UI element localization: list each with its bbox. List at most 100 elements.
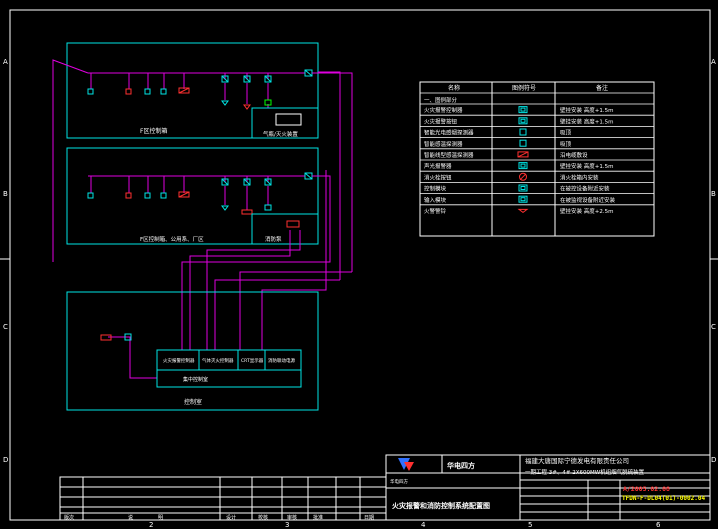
rect-cyan-icon bbox=[519, 139, 527, 147]
margin-label-bottom-2: 2 bbox=[149, 521, 153, 529]
middle-panel-frame bbox=[66, 147, 319, 245]
square-cyan-icon bbox=[518, 195, 528, 203]
alarm-bell-icon bbox=[221, 205, 229, 211]
smoke-detector-icon bbox=[87, 88, 94, 95]
margin-label-right-a: A bbox=[711, 58, 716, 66]
legend-row-note: 消火栓箱内安装 bbox=[560, 173, 599, 181]
smoke-detector-icon bbox=[125, 192, 132, 199]
middle-area-label: F区控制箱、公用系、厂区 bbox=[140, 235, 204, 243]
margin-label-bottom-3: 3 bbox=[285, 521, 289, 529]
heat-detector-icon bbox=[160, 192, 167, 199]
margin-label-right-b: B bbox=[711, 190, 716, 198]
control-module-icon bbox=[243, 75, 251, 83]
company-logo-icon: 华电四方 bbox=[390, 458, 414, 485]
control-room-label: 控制室 bbox=[184, 398, 202, 406]
alarm-bell-icon bbox=[221, 100, 229, 106]
drawing-number: TFDN-F-DL04(01)-0002.04 bbox=[622, 495, 705, 502]
legend-row-note: 壁挂安装 高度+2.5m bbox=[560, 207, 613, 215]
approver-label: 批准 bbox=[313, 514, 323, 521]
upper-panel: F区控制箱 气瓶/灭火装置 bbox=[66, 42, 319, 139]
legend-section-title: 一、图例部分 bbox=[424, 96, 458, 104]
control-room-frame bbox=[66, 291, 319, 411]
legend-row-name: 火灾报警按钮 bbox=[424, 117, 458, 125]
smoke-detector-icon bbox=[144, 88, 151, 95]
control-module-icon bbox=[264, 178, 272, 186]
bell-red-icon bbox=[517, 208, 529, 214]
control-module-icon bbox=[264, 75, 272, 83]
gas-extinguisher-box bbox=[275, 113, 302, 126]
legend-row-note: 在被监视设备附近安装 bbox=[560, 196, 616, 204]
input-module-icon bbox=[304, 172, 313, 180]
square-cyan-icon bbox=[518, 184, 528, 192]
company-name: 华电四方 bbox=[447, 461, 475, 470]
margin-label-left-d: D bbox=[3, 456, 8, 464]
middle-sub-label: 消防泵 bbox=[265, 235, 282, 243]
upper-area-label: F区控制箱 bbox=[140, 127, 167, 135]
smoke-detector-icon bbox=[87, 192, 94, 199]
description-label-2: 明 bbox=[158, 515, 163, 521]
legend-frame bbox=[419, 81, 655, 237]
legend-row-note: 壁挂安装 高度+1.5m bbox=[560, 117, 613, 125]
revision-strip: 版次 说 明 设计 校核 审核 批准 日期 bbox=[59, 476, 387, 521]
control-module-label: CRT显示器 bbox=[241, 358, 264, 364]
control-module-icon bbox=[243, 178, 251, 186]
legend-row-note: 吸顶 bbox=[560, 130, 572, 137]
manual-button-icon bbox=[100, 334, 112, 341]
hydrant-button-icon bbox=[264, 99, 272, 106]
logo-text: 华电四方 bbox=[390, 478, 408, 485]
legend-row-name: 消火栓按钮 bbox=[424, 173, 452, 181]
heat-detector-icon bbox=[160, 88, 167, 95]
legend-row-name: 智能线型感温探测器 bbox=[424, 151, 474, 159]
upper-sub-label: 气瓶/灭火装置 bbox=[263, 130, 298, 138]
call-point-icon bbox=[124, 333, 132, 341]
margin-label-right-c: C bbox=[711, 323, 716, 331]
linear-heat-detector-icon bbox=[178, 191, 190, 198]
upper-panel-frame bbox=[66, 42, 319, 139]
margin-label-right-d: D bbox=[711, 456, 716, 464]
margin-label-left-a: A bbox=[3, 58, 8, 66]
legend-header-name: 名称 bbox=[448, 84, 460, 92]
alarm-bell-icon bbox=[241, 209, 253, 215]
legend-row-note: 沿电缆敷设 bbox=[560, 151, 588, 159]
rect-cyan-icon bbox=[519, 128, 527, 136]
legend-row-name: 火警警铃 bbox=[424, 207, 447, 215]
margin-label-left-c: C bbox=[3, 323, 8, 331]
control-module-icon bbox=[221, 75, 229, 83]
revision-date: A/2005.02.08 bbox=[623, 485, 670, 493]
hydrant-button-icon bbox=[264, 204, 272, 211]
middle-panel: F区控制箱、公用系、厂区 消防泵 bbox=[66, 147, 319, 245]
margin-label-bottom-4: 4 bbox=[421, 521, 426, 529]
smoke-detector-icon bbox=[125, 88, 132, 95]
client-name: 福建大唐国际宁德发电有限责任公司 bbox=[525, 456, 629, 465]
alarm-bell-icon bbox=[243, 104, 251, 110]
designer-label: 设计 bbox=[226, 514, 236, 521]
revision-label: 版次 bbox=[64, 514, 74, 521]
legend-row-name: 控制模块 bbox=[424, 185, 447, 193]
legend-row-note: 壁挂安装 高度+1.5m bbox=[560, 106, 613, 114]
control-room-bar-label: 集中控制室 bbox=[183, 376, 208, 383]
control-cabinet bbox=[156, 349, 302, 388]
control-module-label: 气体灭火控制器 bbox=[202, 357, 234, 364]
control-room-panel: 火灾报警控制器 气体灭火控制器 CRT显示器 消防联动电源 集中控制室 控制室 bbox=[66, 291, 319, 411]
middle-sub-panel bbox=[251, 213, 319, 245]
legend-header-note: 备注 bbox=[596, 84, 608, 92]
upper-sub-panel bbox=[251, 107, 319, 139]
square-cyan-icon bbox=[518, 106, 528, 114]
margin-label-bottom-5: 5 bbox=[528, 521, 532, 529]
description-label: 说 bbox=[128, 514, 133, 521]
trunk-wiring bbox=[52, 59, 353, 379]
linear-heat-detector-icon bbox=[178, 87, 190, 94]
date-label: 日期 bbox=[364, 515, 374, 521]
legend-row-note: 在被控设备附近安装 bbox=[560, 185, 610, 193]
control-module-label: 消防联动电源 bbox=[268, 357, 295, 364]
legend-row-name: 火灾报警控制器 bbox=[424, 106, 463, 114]
legend-row-name: 智能感温探测器 bbox=[424, 140, 463, 148]
circle-slash-magenta-icon bbox=[519, 172, 527, 181]
input-module-icon bbox=[304, 69, 313, 77]
margin-label-bottom-6: 6 bbox=[656, 521, 661, 529]
legend-row-name: 声光报警器 bbox=[424, 162, 452, 170]
legend-row-note: 壁挂安装 高度+1.5m bbox=[560, 162, 613, 170]
smoke-detector-icon bbox=[144, 192, 151, 199]
slash-magenta-icon bbox=[517, 151, 529, 158]
